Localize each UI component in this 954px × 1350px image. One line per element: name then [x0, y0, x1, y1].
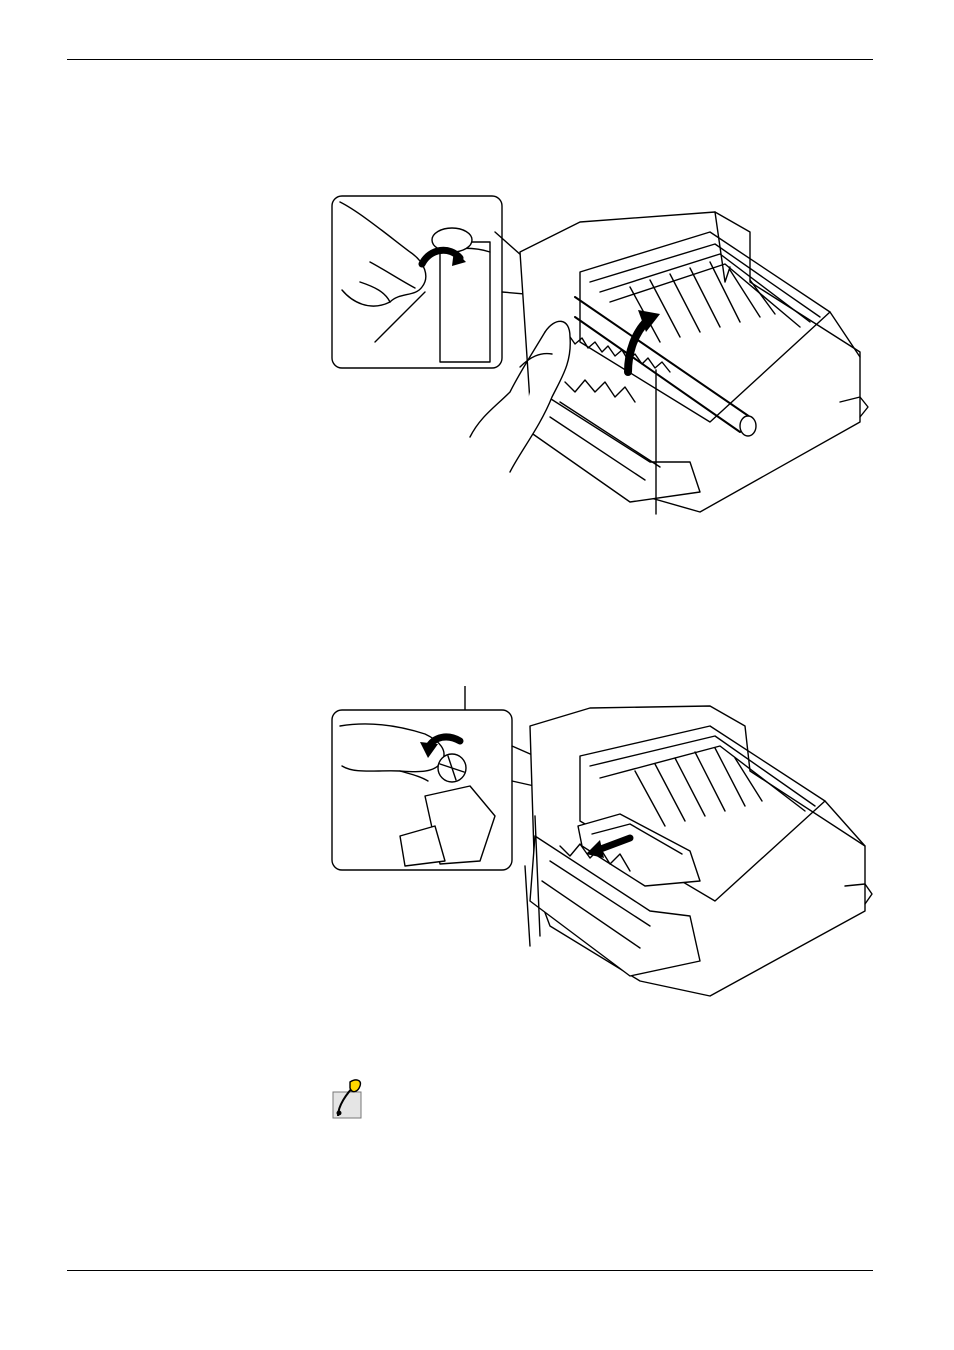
header-rule: [67, 59, 873, 60]
paper-jam-removal-illustration: [330, 686, 880, 1002]
fuser-cover-open-illustration: [330, 192, 880, 520]
figure-fuser-cover-open: [330, 192, 880, 520]
note-pen-icon: [332, 1078, 362, 1120]
figure-paper-jam-removal: [330, 686, 880, 1002]
footer-rule: [67, 1270, 873, 1271]
